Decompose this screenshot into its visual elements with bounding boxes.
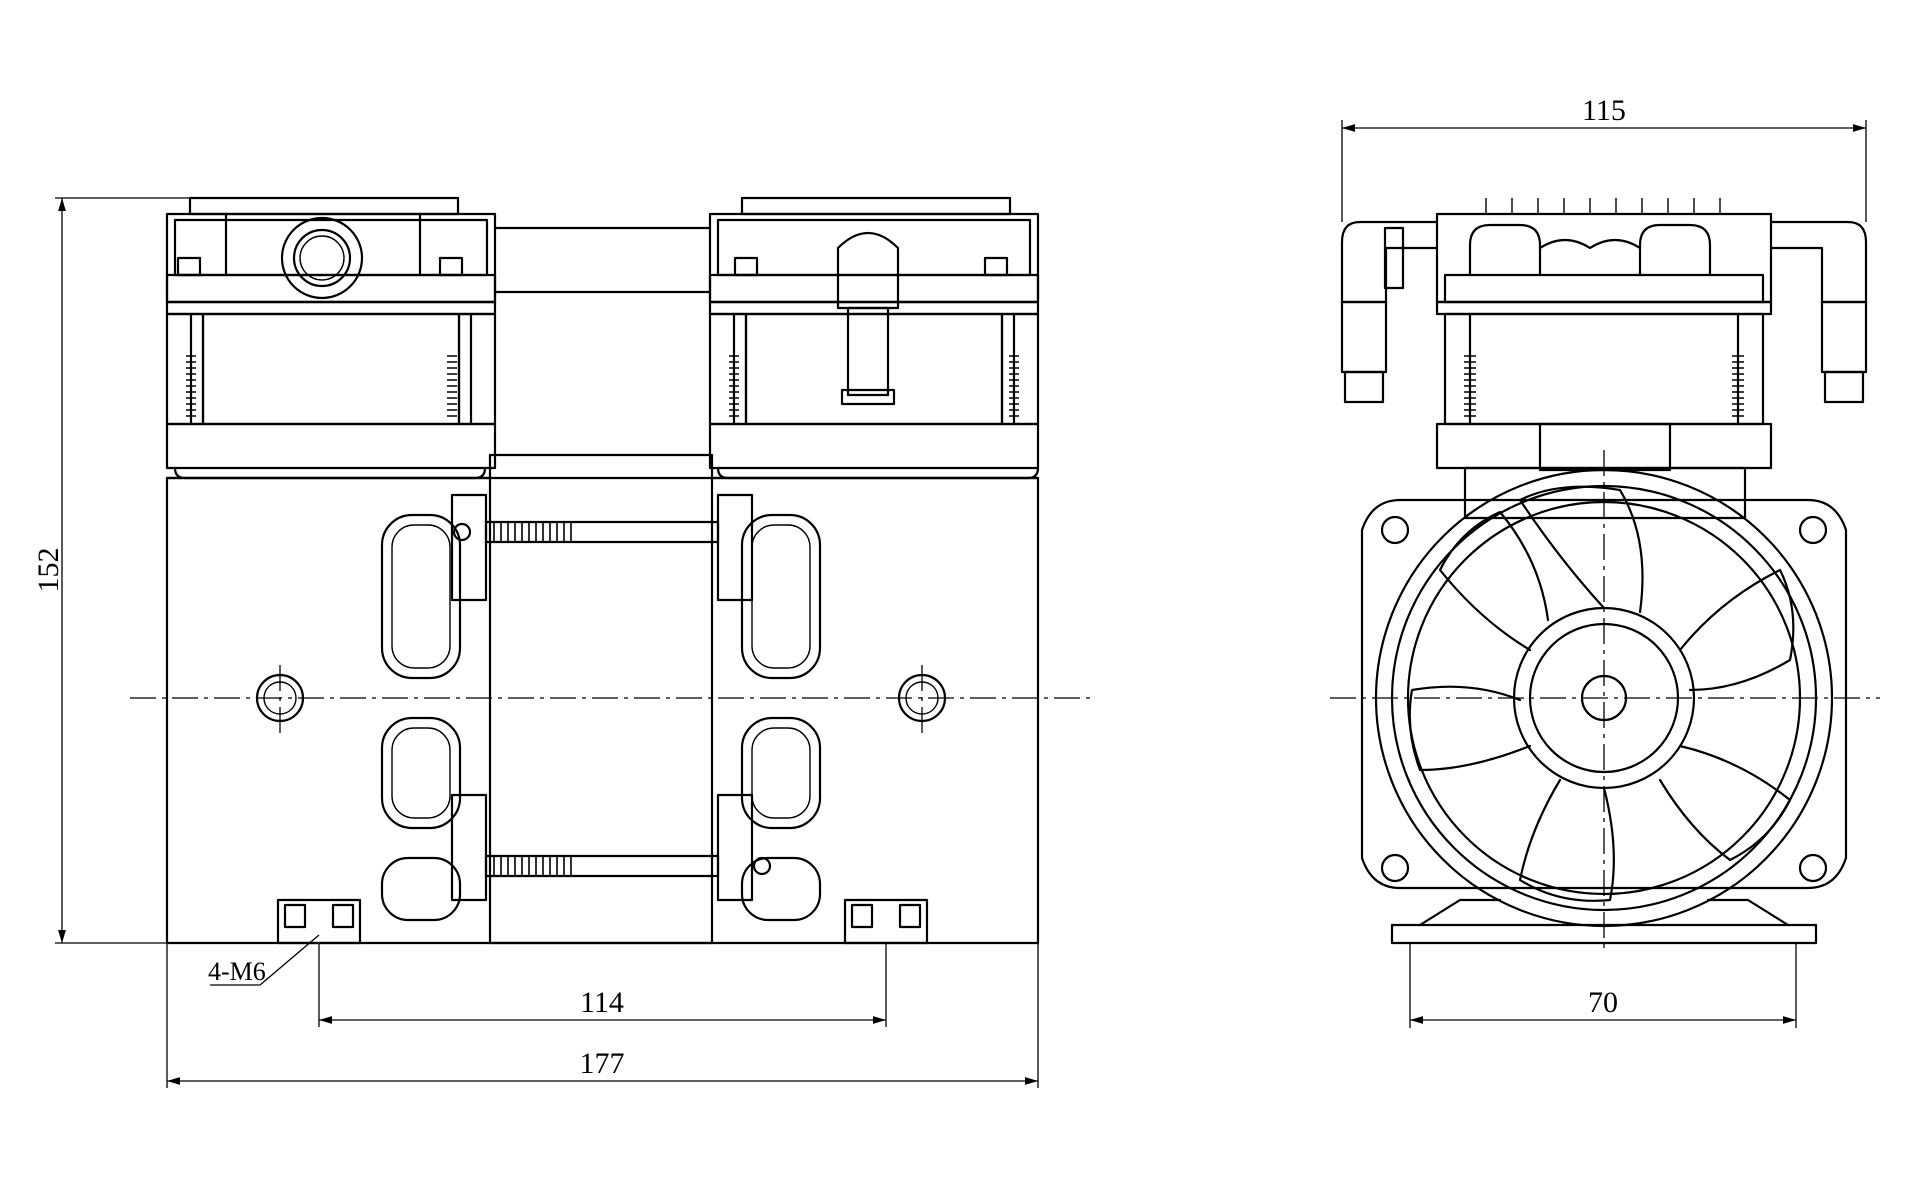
left-hose-fitting (1340, 220, 1439, 404)
mounting-feet (276, 898, 929, 945)
dimension-mount-spacing: 114 (318, 943, 887, 1027)
dimension-mount-spacing-label: 114 (580, 986, 624, 1019)
left-cylinder-body (165, 300, 497, 480)
motor-flange (1360, 498, 1848, 890)
dimension-width-label: 177 (580, 1047, 625, 1080)
cooling-fins (1485, 198, 1721, 214)
dimension-end-width-label: 115 (1582, 94, 1626, 127)
right-cylinder-body (708, 300, 1040, 480)
end-view: 115 70 (1330, 94, 1880, 1028)
dimension-foot-spacing: 70 (1409, 943, 1797, 1028)
front-view: 152 114 177 4-M6 (32, 196, 1092, 1088)
dimension-foot-spacing-label: 70 (1588, 986, 1618, 1019)
through-bolt-upper (450, 493, 754, 602)
side-slots (380, 513, 822, 922)
right-hose-fitting (1769, 220, 1868, 404)
dimension-height-label: 152 (32, 548, 65, 593)
left-stud-thread-2 (447, 355, 457, 417)
end-view-head (1435, 198, 1773, 304)
fan-blades (1408, 485, 1795, 902)
through-bolt-lower (450, 793, 772, 902)
crankcase-body (165, 453, 1040, 945)
mount-callout: 4-M6 (208, 934, 320, 986)
mount-callout-label: 4-M6 (208, 957, 266, 986)
dimension-height: 152 (32, 197, 190, 944)
dimension-width: 177 (166, 943, 1039, 1088)
end-view-cylinder (1435, 300, 1773, 520)
left-stud-thread-1 (186, 355, 196, 417)
dimension-end-width: 115 (1341, 94, 1867, 222)
connecting-tube (493, 226, 712, 294)
left-cylinder-head (165, 196, 497, 304)
